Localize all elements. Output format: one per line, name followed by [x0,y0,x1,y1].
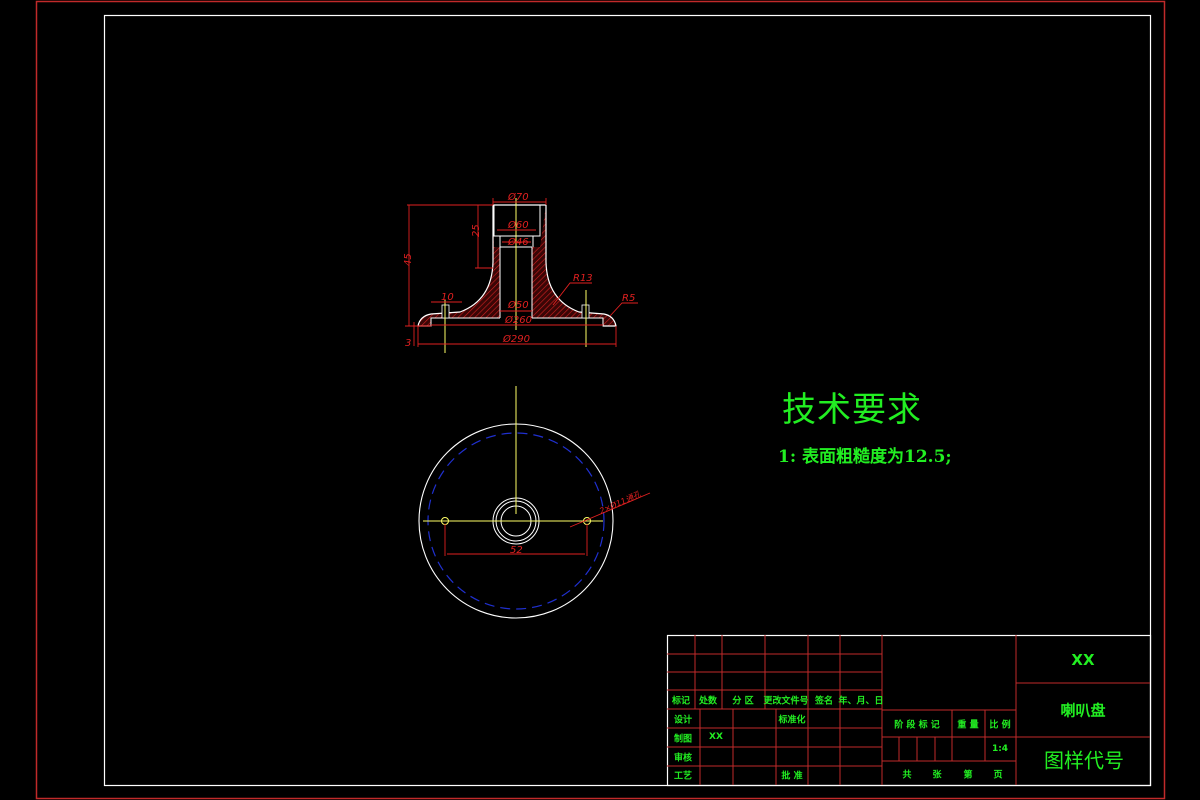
tb-stage-label: 阶 段 标 记 [894,720,940,731]
tb-role-drafting: 制图 [673,734,693,745]
tb-sheet-unit-label: 张 [932,770,942,781]
dim-d290: Ø290 [502,333,530,345]
tb-sheet-total-label: 共 [902,770,912,781]
tb-header-date: 年、月、日 [838,696,884,707]
dim-d70: Ø70 [507,191,529,203]
tb-weight-label: 重 量 [957,720,979,731]
dim-d46: Ø46 [507,236,529,248]
dim-thickness-3: 3 [405,338,411,349]
inner-frame [103,14,1152,787]
tb-header-count: 处数 [698,696,718,707]
tb-scale-value: 1:4 [991,744,1009,754]
dim-spacing-52: 52 [510,545,523,556]
tb-header-zone: 分 区 [732,696,754,707]
tb-role-design: 设计 [673,715,693,726]
tb-header-change-doc: 更改文件号 [763,696,809,707]
tb-sheet-number-label: 第 [963,770,973,781]
tb-role-process: 工艺 [673,771,693,782]
tb-drafter-name: XX [709,732,723,742]
dim-d60: Ø60 [507,219,529,231]
tb-header-signature: 签名 [814,696,834,707]
dim-hole-10: 10 [441,292,454,303]
dim-r13: R13 [573,273,593,284]
tb-company: XX [1071,651,1095,669]
title-block-grid [666,634,1152,787]
dim-height-25: 25 [471,224,482,237]
dim-hole-callout: 2×Ø11通孔 [598,488,643,516]
dim-r5: R5 [622,293,635,304]
dim-d50: Ø50 [507,299,529,311]
tb-role-review: 审核 [673,753,693,764]
dim-d260: Ø260 [504,314,532,326]
outer-frame [35,0,1166,800]
tb-header-mark: 标记 [671,696,691,707]
dim-height-45: 45 [403,253,414,266]
tb-approve-label: 批 准 [781,771,803,782]
tb-part-name: 喇叭盘 [1060,701,1106,720]
tb-scale-label: 比 例 [989,720,1011,731]
technical-requirements-title: 技术要求 [782,390,922,430]
tb-page-label: 页 [993,770,1003,781]
tb-drawing-number: 图样代号 [1044,748,1124,773]
section-view: Ø70 Ø60 Ø46 Ø50 Ø260 Ø290 45 25 10 3 R13… [403,191,638,353]
tb-standardization-label: 标准化 [778,715,806,726]
plan-view: 52 2×Ø11通孔 [418,386,651,619]
technical-requirement-item: 1: 表面粗糙度为12.5; [778,447,952,467]
